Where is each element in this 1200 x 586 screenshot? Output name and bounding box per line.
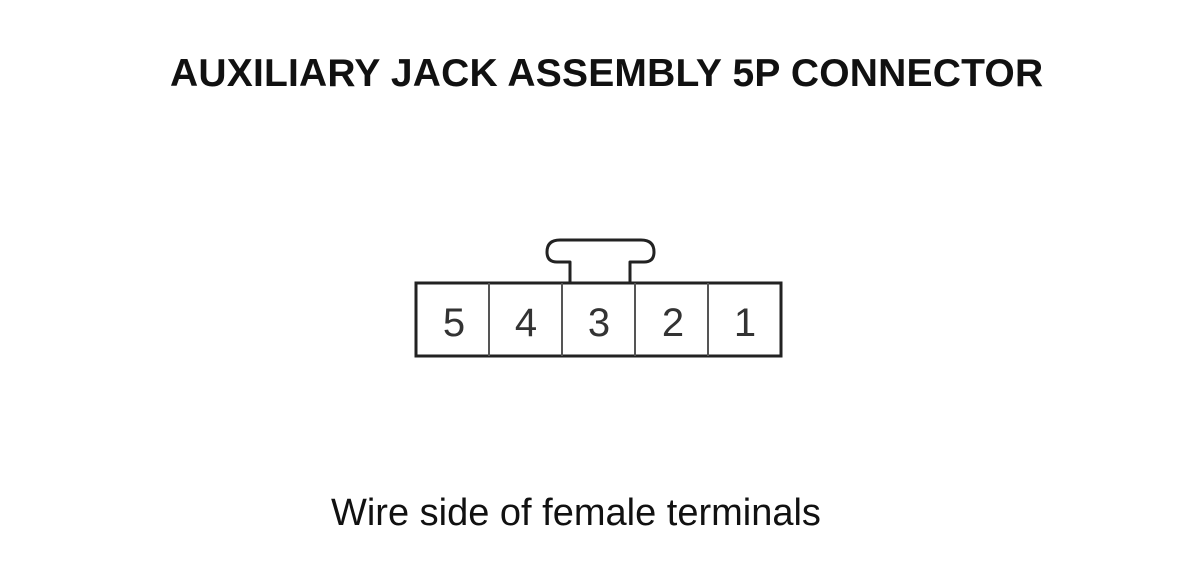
connector-body [414, 281, 783, 358]
diagram-caption: Wire side of female terminals [331, 492, 821, 534]
pin-label-2: 2 [662, 301, 684, 345]
pin-label-3: 3 [588, 301, 610, 345]
diagram-title: AUXILIARY JACK ASSEMBLY 5P CONNECTOR [170, 52, 1044, 95]
pin-label-4: 4 [515, 301, 537, 345]
connector-lock-tab [545, 238, 656, 283]
pin-label-1: 1 [734, 301, 756, 345]
pin-label-5: 5 [443, 301, 465, 345]
